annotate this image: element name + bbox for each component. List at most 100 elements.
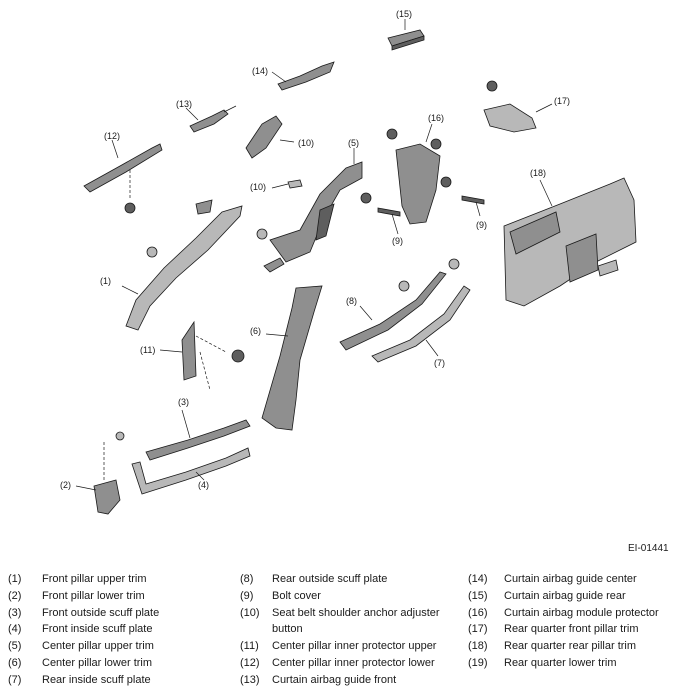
- legend-item: (2) Front pillar lower trim: [8, 588, 159, 605]
- callout-18: (17): [554, 96, 570, 106]
- legend-label: Seat belt shoulder anchor adjuster butto…: [272, 606, 440, 636]
- legend-label: Rear quarter lower trim: [504, 656, 617, 669]
- legend-number: (19): [468, 656, 488, 669]
- legend-column-1: (1) Front pillar upper trim (2) Front pill…: [8, 571, 159, 689]
- legend-item: (5) Center pillar upper trim: [8, 638, 159, 655]
- legend-number: (17): [468, 623, 488, 636]
- legend-label: Center pillar inner protector lower: [272, 656, 435, 669]
- legend-item: (19) Rear quarter lower trim: [468, 655, 659, 672]
- callout-9a: (9): [392, 236, 403, 246]
- legend-number: (12): [240, 656, 260, 669]
- part-11-shape: [245, 115, 295, 159]
- part-9-shape: [377, 195, 485, 235]
- callout-1: (1): [100, 276, 111, 286]
- legend-number: (4): [8, 623, 22, 636]
- legend-label: Curtain airbag guide rear: [504, 589, 626, 602]
- legend-label: Curtain airbag module protector: [504, 606, 659, 619]
- legend-item: (13) Curtain airbag guide front: [240, 672, 452, 689]
- part-1-shape: [121, 199, 243, 331]
- legend-number: (9): [240, 589, 254, 602]
- legend-column-2: (8) Rear outside scuff plate (9) Bolt cove…: [240, 571, 452, 689]
- callout-5: (5): [348, 138, 359, 148]
- callout-10: (10): [250, 182, 266, 192]
- legend-number: (5): [8, 640, 22, 653]
- part-3-shape: [145, 409, 251, 461]
- callout-19: (18): [530, 168, 546, 178]
- callout-3: (3): [178, 397, 189, 407]
- legend-label: Curtain airbag guide front: [272, 673, 397, 686]
- callout-7: (7): [434, 358, 445, 368]
- legend-item: (4) Front inside scuff plate: [8, 621, 159, 638]
- callout-9b: (9): [476, 220, 487, 230]
- callout-13: (12): [104, 131, 120, 141]
- part-4-shape: [131, 447, 251, 495]
- legend-number: (10): [240, 606, 260, 619]
- part-14-shape: [185, 105, 237, 133]
- callout-16: (15): [396, 9, 412, 19]
- legend-number: (7): [8, 673, 22, 686]
- legend-number: (18): [468, 640, 488, 653]
- callout-labels: (15) (14) (13) (12) (10) (17) (16) (18) …: [60, 9, 570, 490]
- fastener-shape: [256, 228, 285, 273]
- legend-number: (8): [240, 573, 254, 585]
- callout-2: (2): [60, 480, 71, 490]
- part-13-shape: [83, 139, 163, 214]
- legend-item: (16) Curtain airbag module protector: [468, 605, 659, 622]
- legend-item: (6) Center pillar lower trim: [8, 655, 159, 672]
- callout-14: (13): [176, 99, 192, 109]
- legend-label: Front inside scuff plate: [42, 623, 153, 636]
- legend-label: Center pillar inner protector upper: [272, 640, 437, 653]
- callout-4: (4): [198, 480, 209, 490]
- parts-diagram: (15) (14) (13) (12) (10) (17) (16) (18) …: [60, 9, 637, 515]
- legend-label: Center pillar lower trim: [42, 656, 153, 669]
- legend-item: (15) Curtain airbag guide rear: [468, 588, 659, 605]
- legend-number: (13): [240, 673, 260, 686]
- callout-6: (6): [250, 326, 261, 336]
- part-15-shape: [271, 61, 335, 91]
- part-2-shape: [75, 431, 125, 515]
- legend-label: Bolt cover: [272, 589, 321, 602]
- legend-label: Rear quarter rear pillar trim: [504, 640, 637, 653]
- legend-number: (14): [468, 573, 488, 585]
- legend-item: (9) Bolt cover: [240, 588, 452, 605]
- legend-label: Curtain airbag guide center: [504, 573, 637, 585]
- legend-label: Rear outside scuff plate: [272, 573, 388, 585]
- legend-label: Center pillar upper trim: [42, 640, 154, 653]
- legend-item: (14) Curtain airbag guide center: [468, 571, 659, 588]
- legend-label: Rear quarter front pillar trim: [504, 623, 639, 636]
- legend-number: (2): [8, 589, 22, 602]
- legend-item: (3) Front outside scuff plate: [8, 605, 159, 622]
- part-10-shape: [271, 179, 303, 189]
- legend-number: (11): [240, 640, 259, 653]
- legend-number: (6): [8, 656, 22, 669]
- part-6-shape: [261, 285, 323, 431]
- callout-17: (16): [428, 113, 444, 123]
- part-18-shape: [483, 80, 553, 133]
- figure-code: EI-01441: [628, 543, 669, 554]
- legend-label: Front pillar lower trim: [42, 589, 145, 602]
- callout-8: (8): [346, 296, 357, 306]
- legend-label: Front pillar upper trim: [42, 573, 147, 585]
- part-19-shape: [503, 177, 637, 307]
- legend-item: (10) Seat belt shoulder anchor adjuster b…: [240, 605, 452, 639]
- legend-label: Rear inside scuff plate: [42, 673, 151, 686]
- legend-item: (7) Rear inside scuff plate: [8, 672, 159, 689]
- legend-item: (1) Front pillar upper trim: [8, 571, 159, 588]
- callout-11: (10): [298, 138, 314, 148]
- legend-item: (18) Rear quarter rear pillar trim: [468, 638, 659, 655]
- callout-12: (11): [140, 345, 155, 355]
- legend-label: Front outside scuff plate: [42, 606, 160, 619]
- callout-15: (14): [252, 66, 268, 76]
- part-16-shape: [387, 19, 425, 51]
- legend-number: (3): [8, 606, 22, 619]
- legend-number: (16): [468, 606, 488, 619]
- part-7-shape: [371, 258, 471, 363]
- part-17-shape: [386, 123, 442, 225]
- legend-item: (12) Center pillar inner protector lower: [240, 655, 452, 672]
- part-12-shape: [159, 320, 245, 391]
- legend-number: (15): [468, 589, 488, 602]
- legend-item: (17) Rear quarter front pillar trim: [468, 621, 659, 638]
- legend-number: (1): [8, 573, 22, 585]
- legend-column-3: (14) Curtain airbag guide center (15) Curt…: [468, 571, 659, 672]
- legend-item: (11) Center pillar inner protector upper: [240, 638, 452, 655]
